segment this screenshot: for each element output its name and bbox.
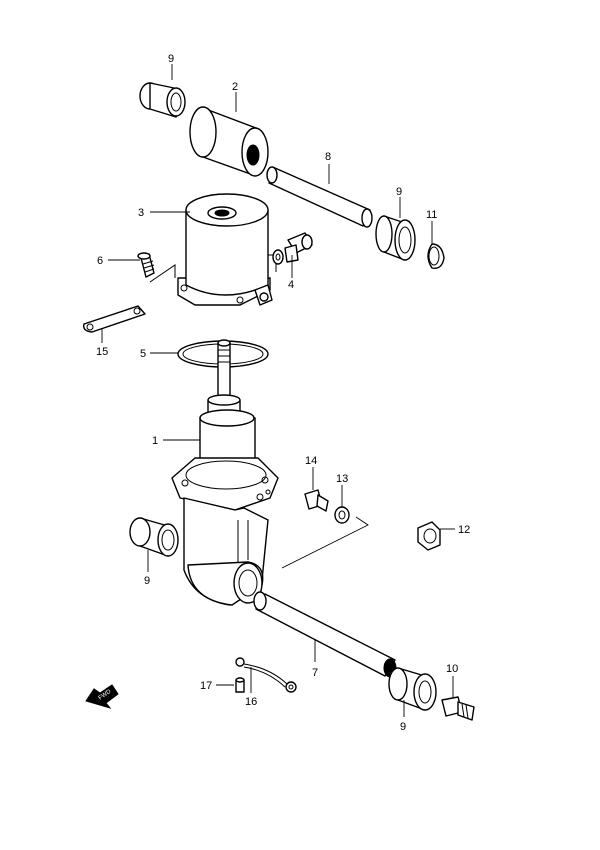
callout-13: 13 <box>336 473 348 485</box>
cylinder-housing-3 <box>149 193 277 306</box>
callout-1: 1 <box>152 435 158 447</box>
callout-9-left: 9 <box>144 575 150 587</box>
bolt-14 <box>304 489 329 512</box>
bushing-9-top <box>139 82 186 118</box>
callout-14: 14 <box>305 455 317 467</box>
sleeve-2 <box>189 106 269 177</box>
shaft-7 <box>253 591 397 678</box>
ground-wire-16 <box>235 657 297 693</box>
bolt-6 <box>137 252 155 278</box>
tilt-cylinder-1 <box>171 339 279 606</box>
callout-12: 12 <box>458 524 470 536</box>
callout-3: 3 <box>138 207 144 219</box>
callout-8: 8 <box>325 151 331 163</box>
washer-13 <box>334 506 350 524</box>
callout-17: 17 <box>200 680 212 692</box>
callout-7: 7 <box>312 667 318 679</box>
callout-4: 4 <box>288 279 294 291</box>
callout-15: 15 <box>96 346 108 358</box>
callout-6: 6 <box>97 255 103 267</box>
callout-5: 5 <box>140 348 146 360</box>
clip-12 <box>417 521 441 551</box>
leader-lines <box>101 64 455 717</box>
callout-16: 16 <box>245 696 257 708</box>
screw-17 <box>235 677 245 693</box>
bushing-9-upper-right <box>375 215 416 261</box>
callout-2: 2 <box>232 81 238 93</box>
bushing-9-left <box>129 517 179 557</box>
bolt-10 <box>441 696 475 721</box>
snap-ring-11 <box>427 243 445 269</box>
shaft-8 <box>266 166 373 228</box>
callout-10: 10 <box>446 663 458 675</box>
callout-9-lower-right: 9 <box>400 721 406 733</box>
bushing-9-lower-right <box>388 667 437 711</box>
fwd-arrow-icon: FWD <box>85 684 119 709</box>
callout-9-upper-right: 9 <box>396 186 402 198</box>
fitting-4 <box>272 232 313 265</box>
callout-9-top: 9 <box>168 53 174 65</box>
callout-11: 11 <box>426 209 437 221</box>
callout-labels: 9 2 8 3 9 11 6 4 15 5 1 14 13 12 9 7 10 … <box>96 53 470 733</box>
strap-15 <box>82 305 146 333</box>
